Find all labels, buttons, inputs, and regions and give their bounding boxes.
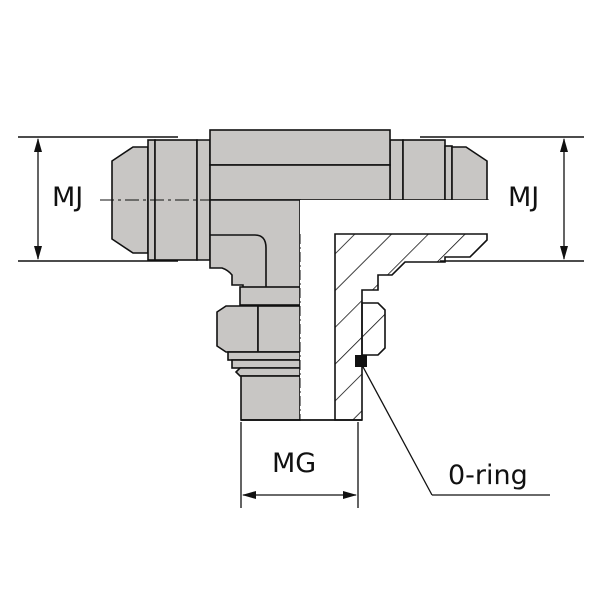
right-flare-end xyxy=(389,139,488,201)
left-mj-label: MJ xyxy=(52,182,84,213)
mg-dimension xyxy=(240,422,359,508)
swivel-nut-and-stem xyxy=(216,286,301,421)
oring-label: 0-ring xyxy=(448,460,528,491)
left-mj-dimension xyxy=(18,136,178,262)
mg-label: MG xyxy=(272,448,317,479)
right-mj-label: MJ xyxy=(508,182,540,213)
tee-body xyxy=(209,129,391,298)
right-mj-dimension xyxy=(420,136,584,262)
oring-leader xyxy=(361,364,550,496)
section-view xyxy=(241,200,490,421)
